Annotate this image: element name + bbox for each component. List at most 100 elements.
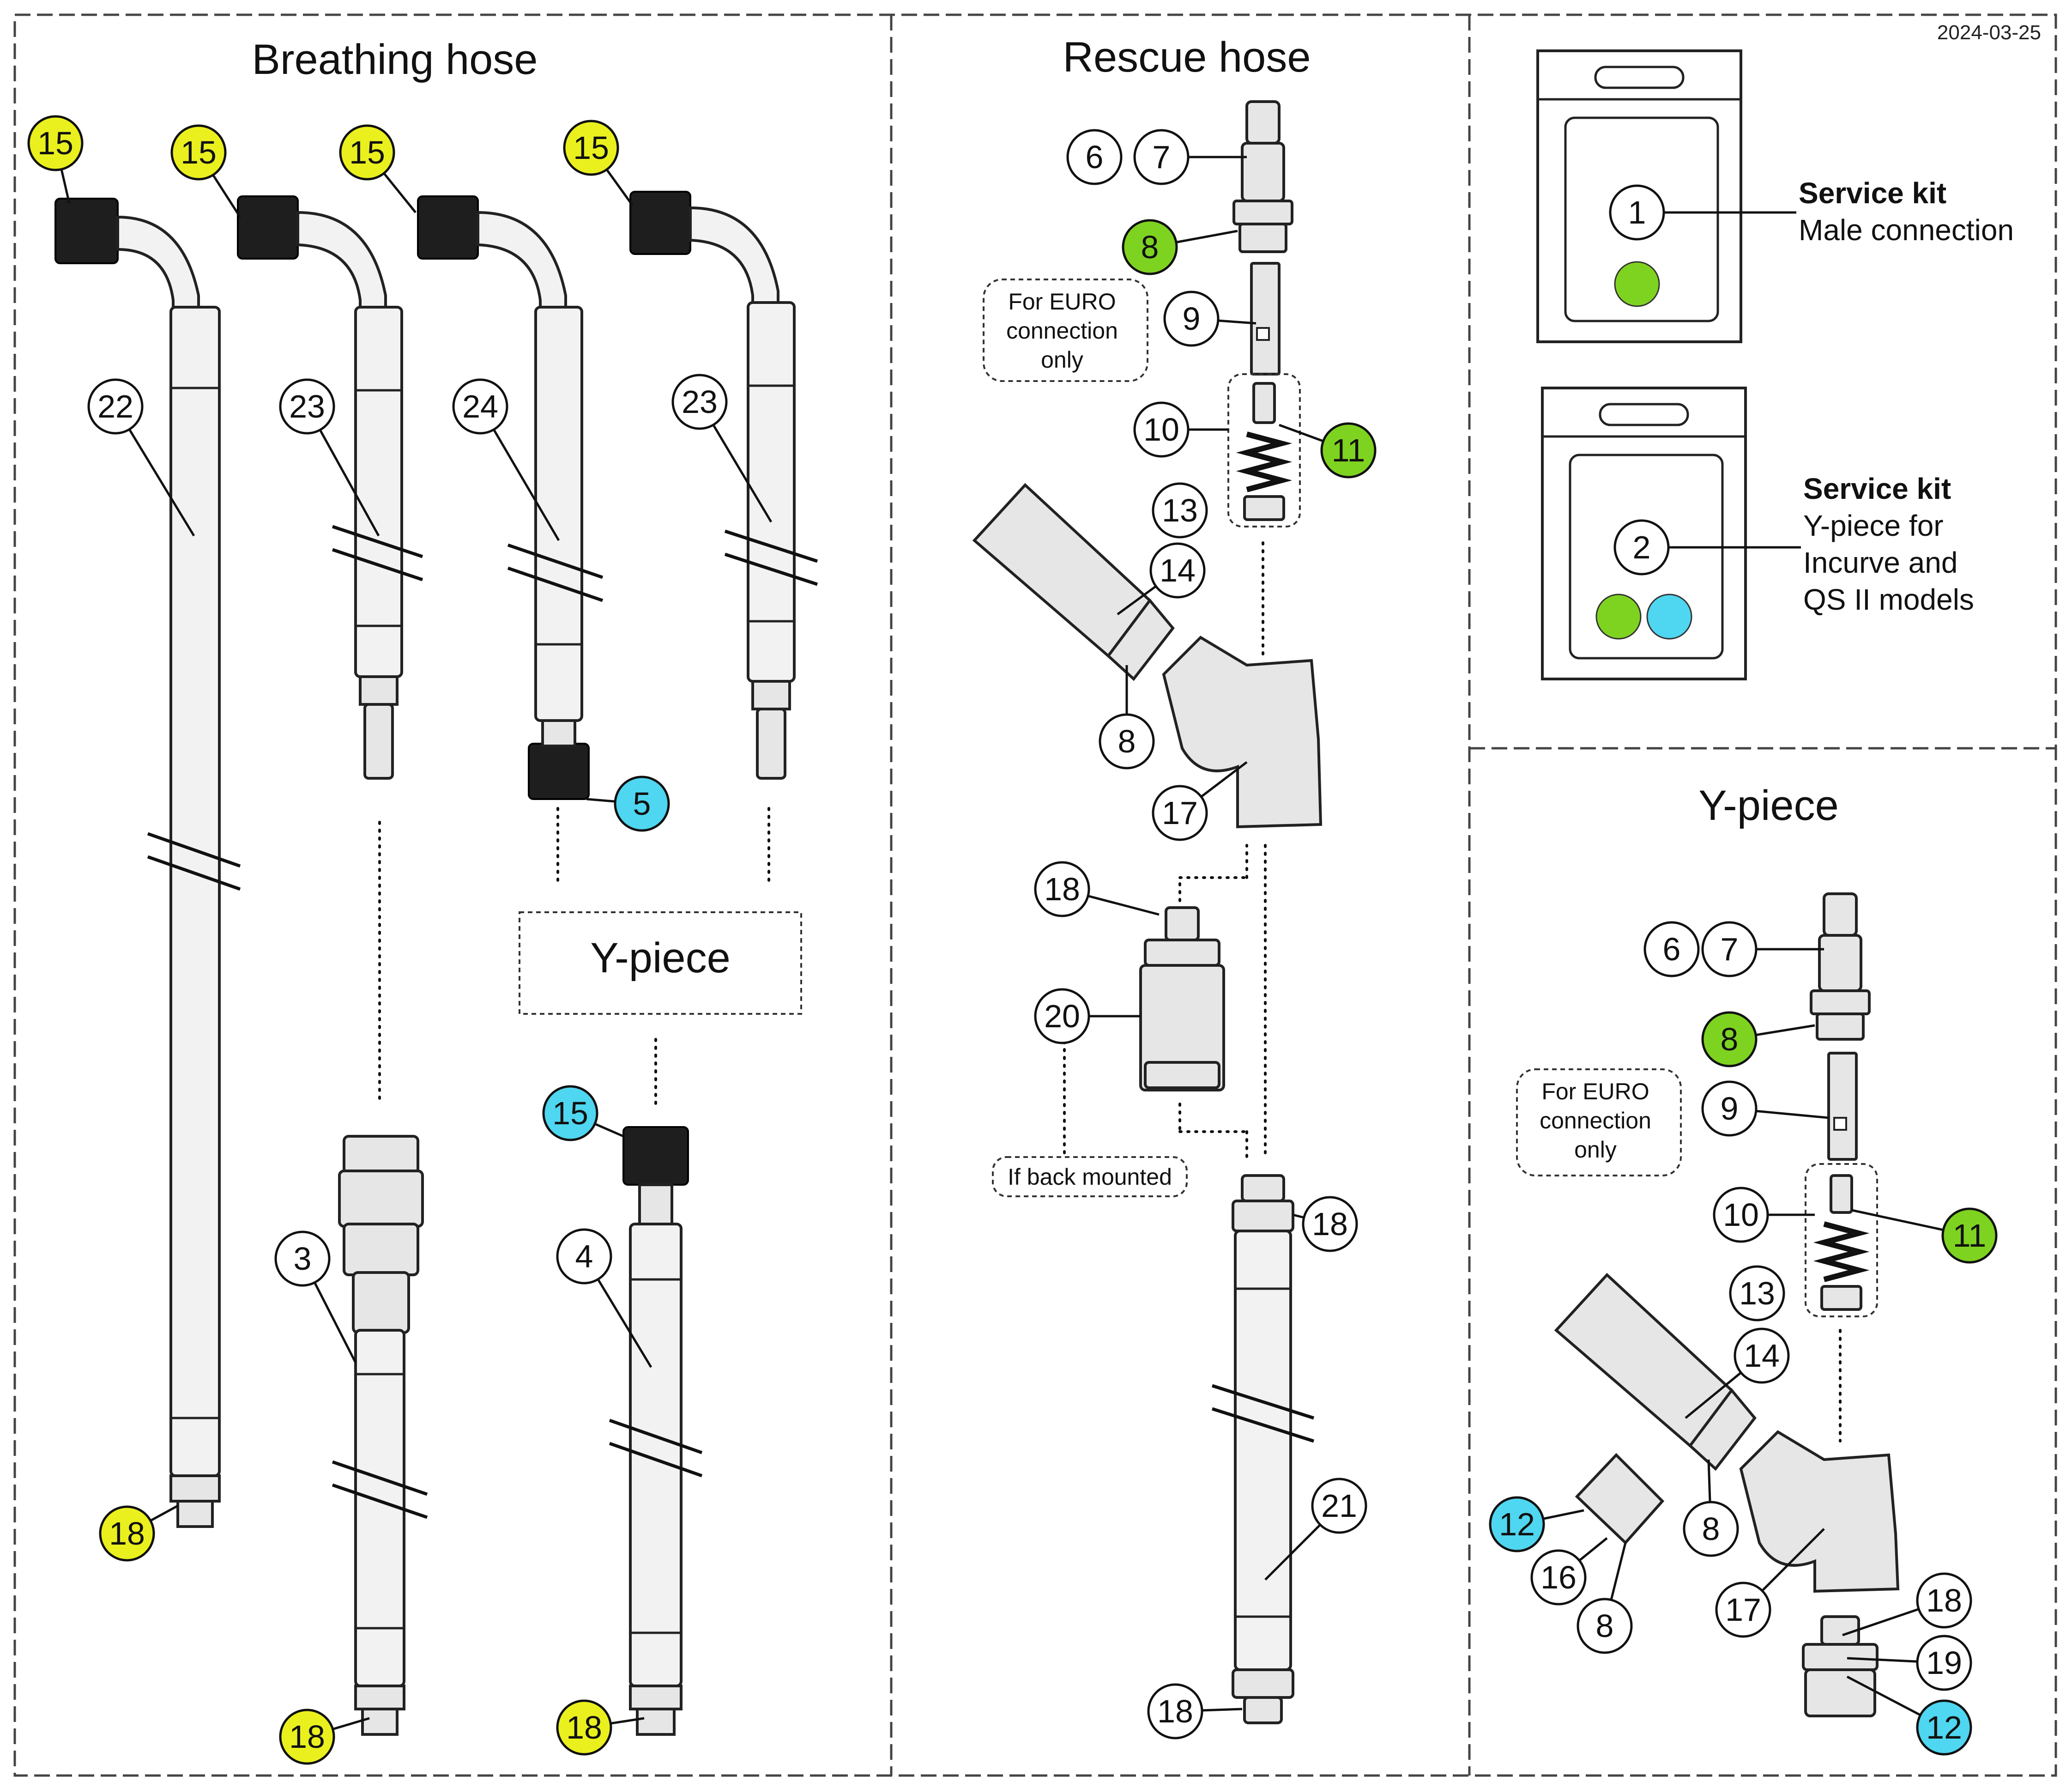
callout-20: 20 xyxy=(1034,988,1141,1044)
callout-number: 18 xyxy=(1157,1693,1193,1729)
callout-number: 16 xyxy=(1540,1559,1577,1595)
callout-19: 19 xyxy=(1847,1635,1972,1691)
callout-bubble xyxy=(1713,1187,1769,1243)
callout-8: 8 xyxy=(1577,1542,1633,1654)
callout-bubble xyxy=(1149,542,1206,599)
rescue-hose-lower xyxy=(1139,844,1315,1724)
callout-bubble xyxy=(671,374,728,430)
callout-bubble xyxy=(1916,1699,1972,1756)
callout-number: 22 xyxy=(97,388,133,424)
callout-8: 8 xyxy=(1701,1011,1815,1067)
callout-bubble xyxy=(1729,1265,1785,1321)
callout-number: 13 xyxy=(1162,492,1198,528)
breathing-hose-23b xyxy=(629,191,818,780)
callout-5: 5 xyxy=(586,776,670,832)
callout-bubble xyxy=(170,124,227,181)
callout-6: 6 xyxy=(1066,129,1123,185)
callout-number: 13 xyxy=(1739,1275,1775,1311)
callout-23: 23 xyxy=(279,378,380,537)
callout-bubble xyxy=(27,115,84,171)
hose-4 xyxy=(609,1126,703,1736)
callout-10: 10 xyxy=(1713,1187,1815,1243)
callout-bubble xyxy=(1152,785,1208,841)
panel-borders xyxy=(13,13,2057,1777)
callout-number: 8 xyxy=(1721,1021,1739,1057)
callout-bubble xyxy=(556,1699,612,1756)
callout-number: 9 xyxy=(1721,1091,1739,1127)
callout-12: 12 xyxy=(1846,1675,1972,1756)
kit-2-title: Service kit xyxy=(1803,472,1951,505)
callout-number: 23 xyxy=(289,388,325,424)
callout-number: 8 xyxy=(1141,229,1159,265)
callout-number: 14 xyxy=(1744,1338,1780,1374)
callout-number: 11 xyxy=(1332,432,1365,468)
callout-18: 18 xyxy=(1147,1683,1243,1740)
callout-9: 9 xyxy=(1701,1080,1829,1137)
callout-number: 23 xyxy=(682,384,718,420)
kit-1-title: Service kit xyxy=(1799,176,1946,210)
y-piece-parts xyxy=(1554,892,1900,1717)
callout-number: 10 xyxy=(1143,412,1179,448)
callout-bubble xyxy=(1916,1635,1972,1691)
euro-note-line3: only xyxy=(1041,347,1083,373)
callout-number: 7 xyxy=(1721,931,1739,967)
breathing-hose-title: Breathing hose xyxy=(252,36,538,83)
callout-bubble xyxy=(279,378,335,435)
callout-bubble xyxy=(1133,129,1190,185)
euro-note-line1: For EURO xyxy=(1008,289,1116,315)
callout-bubble xyxy=(1122,219,1178,275)
callout-bubble xyxy=(279,1709,335,1765)
callout-number: 18 xyxy=(1926,1582,1962,1618)
callout-number: 17 xyxy=(1162,795,1198,831)
callout-bubble xyxy=(1577,1598,1633,1654)
y-euro-note-line2: connection xyxy=(1540,1108,1651,1133)
callout-number: 15 xyxy=(573,130,609,166)
callout-number: 18 xyxy=(289,1719,325,1755)
callout-number: 7 xyxy=(1153,139,1171,175)
callout-7: 7 xyxy=(1133,129,1247,185)
callout-number: 1 xyxy=(1628,194,1646,230)
y-euro-note: For EURO connection only xyxy=(1516,1068,1682,1176)
rescue-hose-title: Rescue hose xyxy=(1063,34,1311,81)
callout-bubble xyxy=(274,1230,331,1287)
callout-13: 13 xyxy=(1152,482,1208,539)
callout-18: 18 xyxy=(556,1699,645,1756)
callout-bubble xyxy=(87,378,144,435)
callout-14: 14 xyxy=(1685,1327,1790,1419)
callout-number: 14 xyxy=(1160,552,1196,588)
callout-17: 17 xyxy=(1715,1528,1825,1638)
kit-1-desc: Male connection xyxy=(1799,213,2014,247)
callout-number: 18 xyxy=(1044,871,1080,907)
callout-bubble xyxy=(1133,401,1190,458)
callout-11: 11 xyxy=(1851,1207,1998,1264)
callout-bubble xyxy=(1734,1327,1790,1384)
callout-bubble xyxy=(1701,921,1758,977)
callout-bubble xyxy=(1311,1478,1367,1534)
callout-18: 18 xyxy=(279,1709,370,1765)
callout-8: 8 xyxy=(1099,665,1155,770)
callout-number: 5 xyxy=(633,786,651,822)
callout-7: 7 xyxy=(1701,921,1824,977)
callout-8: 8 xyxy=(1122,219,1238,275)
callout-number: 11 xyxy=(1953,1218,1987,1254)
y-euro-note-line1: For EURO xyxy=(1541,1079,1649,1104)
callout-number: 6 xyxy=(1663,931,1681,967)
callout-16: 16 xyxy=(1530,1537,1608,1606)
callout-bubble xyxy=(614,776,670,832)
breathing-hose-24 xyxy=(417,195,604,800)
callout-number: 21 xyxy=(1321,1488,1357,1524)
callout-number: 10 xyxy=(1723,1197,1759,1233)
callout-number: 18 xyxy=(566,1709,602,1746)
callout-17: 17 xyxy=(1152,761,1248,841)
callout-18: 18 xyxy=(1293,1196,1358,1252)
callout-18: 18 xyxy=(1842,1572,1972,1636)
y-piece-box-label: Y-piece xyxy=(590,934,731,982)
callout-bubble xyxy=(1066,129,1123,185)
callout-bubble xyxy=(1530,1549,1587,1606)
callout-bubble xyxy=(563,120,619,176)
breathing-dotted-connections xyxy=(378,807,770,1105)
callout-14: 14 xyxy=(1117,542,1206,616)
